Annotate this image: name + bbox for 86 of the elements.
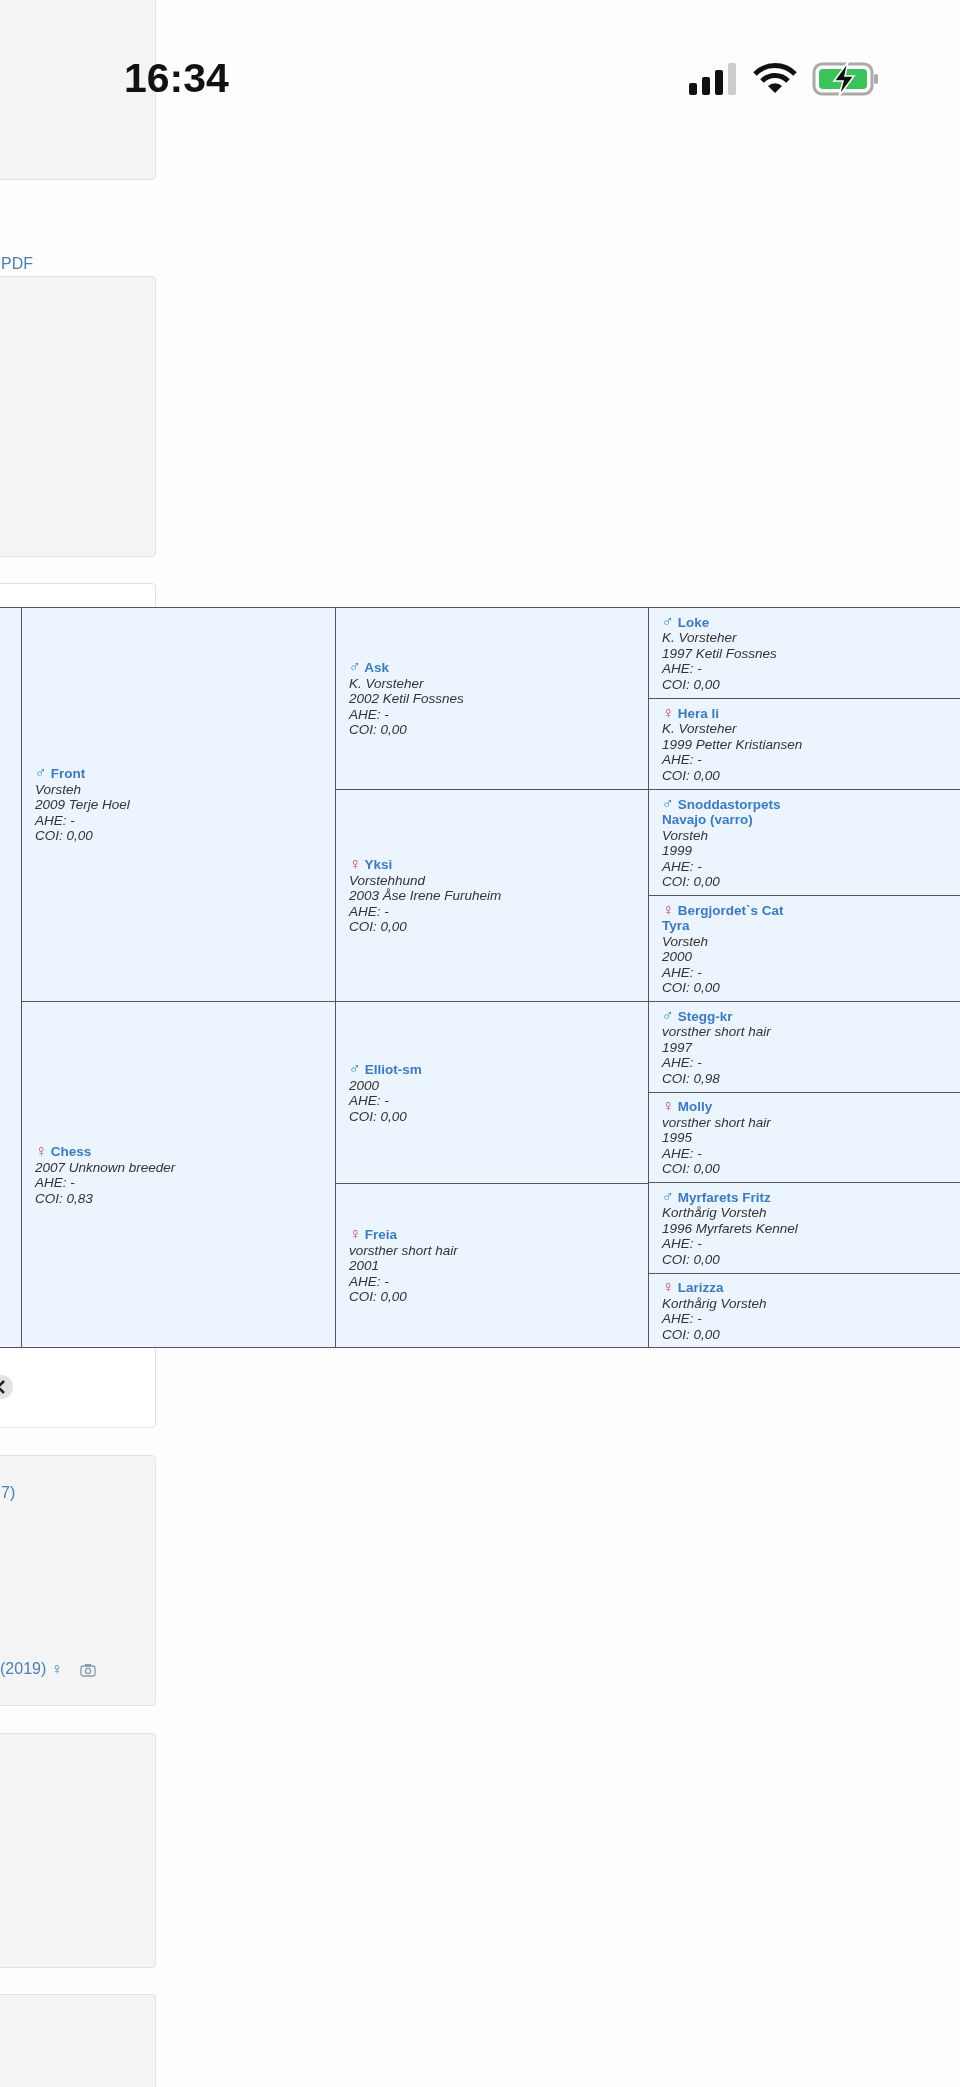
dog-detail: 1996 Myrfarets Kennel xyxy=(662,1220,798,1237)
dog-name: ♀ Larizza xyxy=(662,1279,724,1296)
dog-detail: AHE: - xyxy=(662,858,702,874)
dog-detail: Korthårig Vorsteh xyxy=(662,1295,767,1311)
dog-detail: COI: 0,00 xyxy=(662,676,720,693)
dog-detail: 2007 Unknown breeder xyxy=(35,1159,176,1175)
dog-detail: COI: 0,00 xyxy=(349,1289,407,1305)
dog-detail: 2003 Åse Irene Furuheim xyxy=(349,888,502,904)
pedigree-cell xyxy=(335,1183,649,1348)
pedigree-cell xyxy=(21,1001,336,1348)
dog-detail: Vorsteh xyxy=(35,781,82,798)
dog-detail: K. Vorsteher xyxy=(662,630,737,646)
dog-detail: AHE: - xyxy=(662,1145,702,1162)
dog-detail: 2001 xyxy=(349,1258,380,1274)
dog-detail: COI: 0,00 xyxy=(35,828,93,844)
dog-detail: COI: 0,98 xyxy=(662,1070,720,1087)
link-text: 7) xyxy=(1,1483,16,1503)
dog-name: ♂ Front xyxy=(35,765,86,782)
dog-name: ♀ Bergjordet`s Cat Tyra xyxy=(662,901,785,934)
dog-detail: Vorsteh xyxy=(662,933,709,949)
dog-detail: AHE: - xyxy=(662,1236,702,1252)
dog-name: ♀ Chess xyxy=(35,1143,92,1160)
dog-detail: COI: 0,00 xyxy=(349,722,407,738)
pedigree-cell xyxy=(0,607,22,1348)
dog-detail: 2000 xyxy=(349,1077,380,1093)
dog-detail: 1999 Petter Kristiansen xyxy=(662,736,803,753)
pedigree-cell xyxy=(335,1001,649,1184)
dog-detail: COI: 0,00 xyxy=(349,919,407,935)
dog-detail: Korthårig Vorsteh xyxy=(662,1205,767,1221)
dog-detail: 1997 xyxy=(662,1039,693,1056)
dog-detail: AHE: - xyxy=(662,964,702,980)
pedigree-cell xyxy=(648,789,960,896)
pedigree-cell xyxy=(648,1001,960,1093)
dog-name: ♀ Hera Ii xyxy=(662,704,720,722)
dog-detail: AHE: - xyxy=(349,1273,389,1290)
pedigree-cell xyxy=(648,1273,960,1348)
dog-detail: AHE: - xyxy=(662,661,702,677)
dog-detail: AHE: - xyxy=(662,1055,702,1071)
dog-detail: COI: 0,00 xyxy=(349,1108,407,1124)
dog-detail: AHE: - xyxy=(349,1093,389,1109)
pedigree-cell xyxy=(335,607,649,790)
dog-name: ♂ Ask xyxy=(349,659,389,676)
dog-detail: Vorsteh xyxy=(662,827,709,843)
dog-name: ♂ Snoddastorpets Navajo (varro) xyxy=(662,795,782,828)
dog-name: ♀ Freia xyxy=(349,1226,398,1243)
dog-name: ♂ Elliot-sm xyxy=(349,1061,422,1078)
dog-detail: COI: 0,00 xyxy=(662,1326,720,1342)
dog-detail: AHE: - xyxy=(349,706,389,723)
dog-name: ♀ Yksi xyxy=(349,856,393,873)
dog-detail: COI: 0,83 xyxy=(35,1190,93,1206)
dog-name: ♂ Loke xyxy=(662,613,710,631)
dog-detail: AHE: - xyxy=(662,1311,702,1327)
dog-name: ♀ Molly xyxy=(662,1098,713,1115)
dog-detail: Vorstehhund xyxy=(349,872,426,888)
dog-detail: AHE: - xyxy=(35,1175,75,1191)
dog-detail: COI: 0,00 xyxy=(662,1251,720,1268)
pedigree-cell xyxy=(335,789,649,1002)
pdf-link: PDF xyxy=(1,254,33,274)
link-text: (2019) ♀ xyxy=(0,1659,63,1679)
dog-detail: 2002 Ketil Fossnes xyxy=(349,691,464,707)
pedigree-cell xyxy=(648,1092,960,1183)
pedigree-cell xyxy=(648,1182,960,1274)
dog-detail: K. Vorsteher xyxy=(349,675,424,692)
dog-detail: AHE: - xyxy=(35,812,75,829)
dog-name: ♂ Stegg-kr xyxy=(662,1007,733,1025)
dog-detail: vorsther short hair xyxy=(349,1242,458,1259)
dog-detail: 2009 Terje Hoel xyxy=(35,797,130,813)
dog-detail: K. Vorsteher xyxy=(662,721,737,737)
pedigree-cell xyxy=(648,607,960,699)
dog-detail: AHE: - xyxy=(662,752,702,768)
status-time: 16:34 xyxy=(124,54,229,103)
dog-detail: 1997 Ketil Fossnes xyxy=(662,645,777,662)
pedigree-cell xyxy=(21,607,336,1002)
dog-detail: vorsther short hair xyxy=(662,1024,771,1040)
dog-detail: 2000 xyxy=(662,949,693,965)
dog-name: ♂ Myrfarets Fritz xyxy=(662,1188,771,1206)
dog-detail: vorsther short hair xyxy=(662,1114,771,1131)
dog-detail: COI: 0,00 xyxy=(662,874,720,890)
dog-detail: COI: 0,00 xyxy=(662,980,720,996)
pedigree-cell xyxy=(648,895,960,1002)
dog-detail: 1999 xyxy=(662,843,693,859)
dog-detail: COI: 0,00 xyxy=(662,767,720,784)
pedigree-cell xyxy=(648,698,960,790)
dog-detail: 1995 xyxy=(662,1130,693,1146)
dog-detail: COI: 0,00 xyxy=(662,1161,720,1177)
dog-detail: AHE: - xyxy=(349,903,389,920)
